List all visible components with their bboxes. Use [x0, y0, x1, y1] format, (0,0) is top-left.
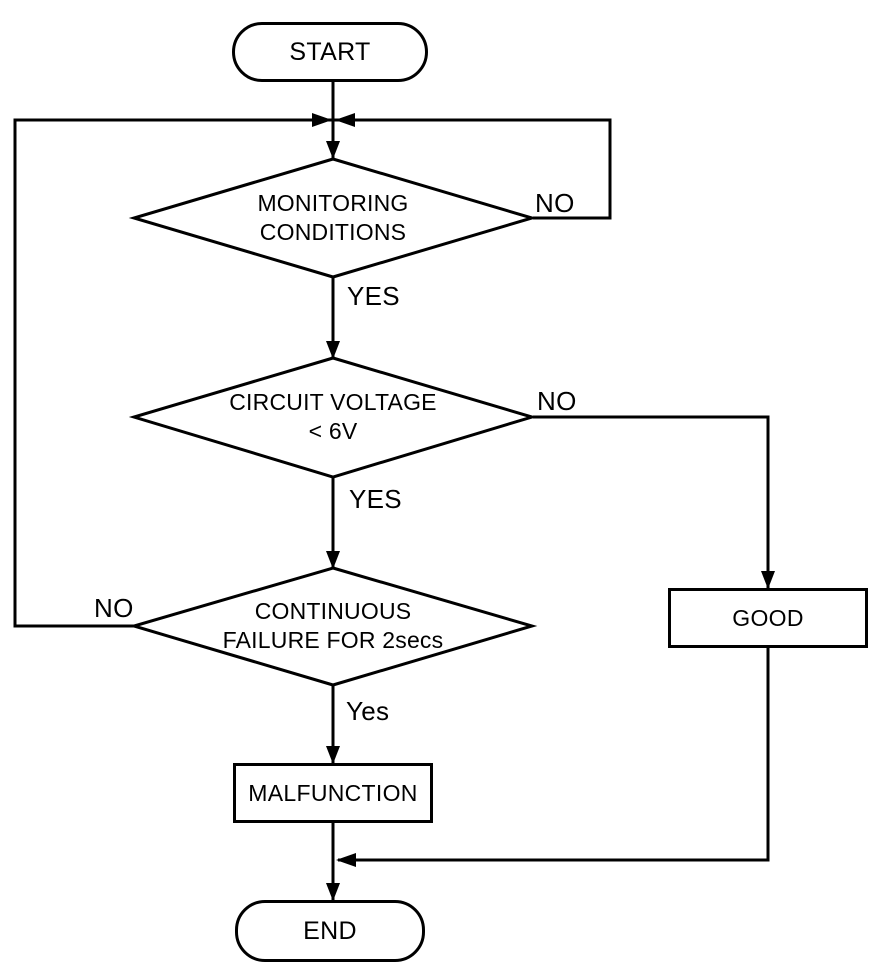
- label-voltage-no: NO: [537, 386, 577, 416]
- label-failure-yes: Yes: [346, 696, 390, 726]
- edge-good-to-merge: [338, 647, 770, 862]
- label-monitoring-yes: YES: [347, 281, 400, 311]
- arrowhead-into-failure: [326, 551, 340, 569]
- arrowhead-junction-left: [335, 113, 355, 127]
- good-label: GOOD: [732, 604, 804, 631]
- label-monitoring-no: NO: [535, 188, 575, 218]
- decision-failure-label: CONTINUOUS FAILURE FOR 2secs: [222, 598, 444, 653]
- arrowhead-into-good: [761, 571, 775, 589]
- start-node: START: [232, 22, 428, 82]
- label-failure-no: NO: [94, 593, 134, 623]
- decision-voltage-shape: [128, 356, 538, 479]
- start-label: START: [289, 37, 371, 66]
- end-node: END: [235, 900, 425, 962]
- arrowhead-junction-right: [312, 113, 332, 127]
- label-voltage-yes: YES: [349, 484, 402, 514]
- malfunction-label: MALFUNCTION: [248, 779, 418, 806]
- arrowhead-into-voltage: [326, 341, 340, 359]
- edge-voltage-no: [533, 415, 770, 590]
- decision-voltage-label: CIRCUIT VOLTAGE < 6V: [229, 389, 437, 444]
- decision-monitoring-label: MONITORING CONDITIONS: [257, 190, 409, 245]
- end-label: END: [303, 916, 357, 945]
- good-node: GOOD: [668, 588, 868, 648]
- malfunction-node: MALFUNCTION: [233, 763, 433, 823]
- arrowhead-into-malfunction: [326, 746, 340, 764]
- arrowhead-into-monitoring: [326, 141, 340, 159]
- arrowhead-merge-left: [336, 853, 356, 867]
- arrowhead-into-end: [326, 883, 340, 901]
- decision-monitoring-shape: [128, 157, 538, 279]
- decision-failure-shape: [128, 566, 538, 687]
